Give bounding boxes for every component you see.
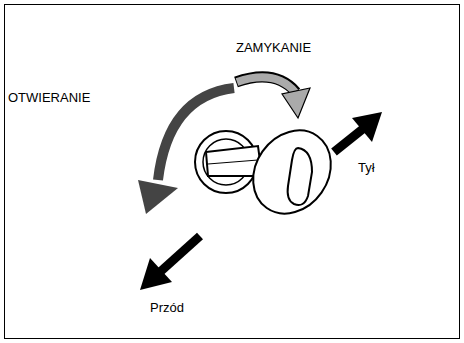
direction-label: OTWIERANIE xyxy=(8,91,90,105)
key xyxy=(206,115,347,228)
direction-label: Tył xyxy=(358,161,375,175)
rear-arrow xyxy=(334,112,382,152)
close-arrow xyxy=(236,77,310,118)
frame-border xyxy=(5,5,460,339)
front-arrow xyxy=(140,236,200,290)
direction-label: ZAMYKANIE xyxy=(236,41,311,55)
direction-label: Przód xyxy=(150,301,184,315)
